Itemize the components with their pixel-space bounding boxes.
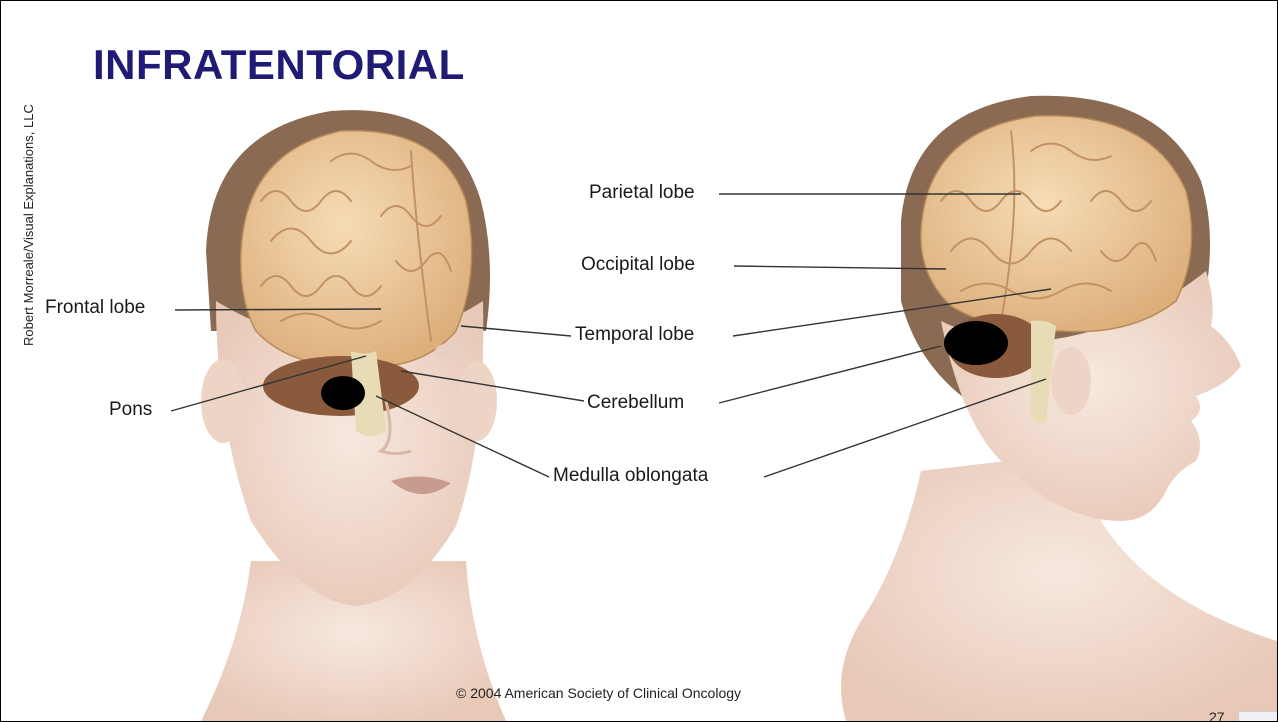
slide-title: INFRATENTORIAL <box>93 41 465 89</box>
side-head <box>841 96 1277 721</box>
front-brain-cerebrum <box>241 131 472 367</box>
copyright-notice: © 2004 American Society of Clinical Onco… <box>456 685 741 701</box>
label-parietal-lobe: Parietal lobe <box>589 182 695 204</box>
label-medulla-oblongata: Medulla oblongata <box>553 465 708 487</box>
label-cerebellum: Cerebellum <box>587 392 684 414</box>
side-brain-cerebrum <box>921 116 1192 332</box>
front-redaction-blob <box>321 376 365 410</box>
page-number: 27 <box>1209 709 1225 722</box>
front-head <box>201 110 506 721</box>
side-redaction-blob <box>944 321 1008 365</box>
footer-logo <box>1238 711 1278 722</box>
side-credit: Robert Morreale/Visual Explanations, LLC <box>21 104 36 346</box>
leader-cerebellum-side <box>719 346 941 403</box>
label-occipital-lobe: Occipital lobe <box>581 254 695 276</box>
label-frontal-lobe: Frontal lobe <box>45 297 145 319</box>
label-temporal-lobe: Temporal lobe <box>575 324 694 346</box>
label-pons: Pons <box>109 399 152 421</box>
